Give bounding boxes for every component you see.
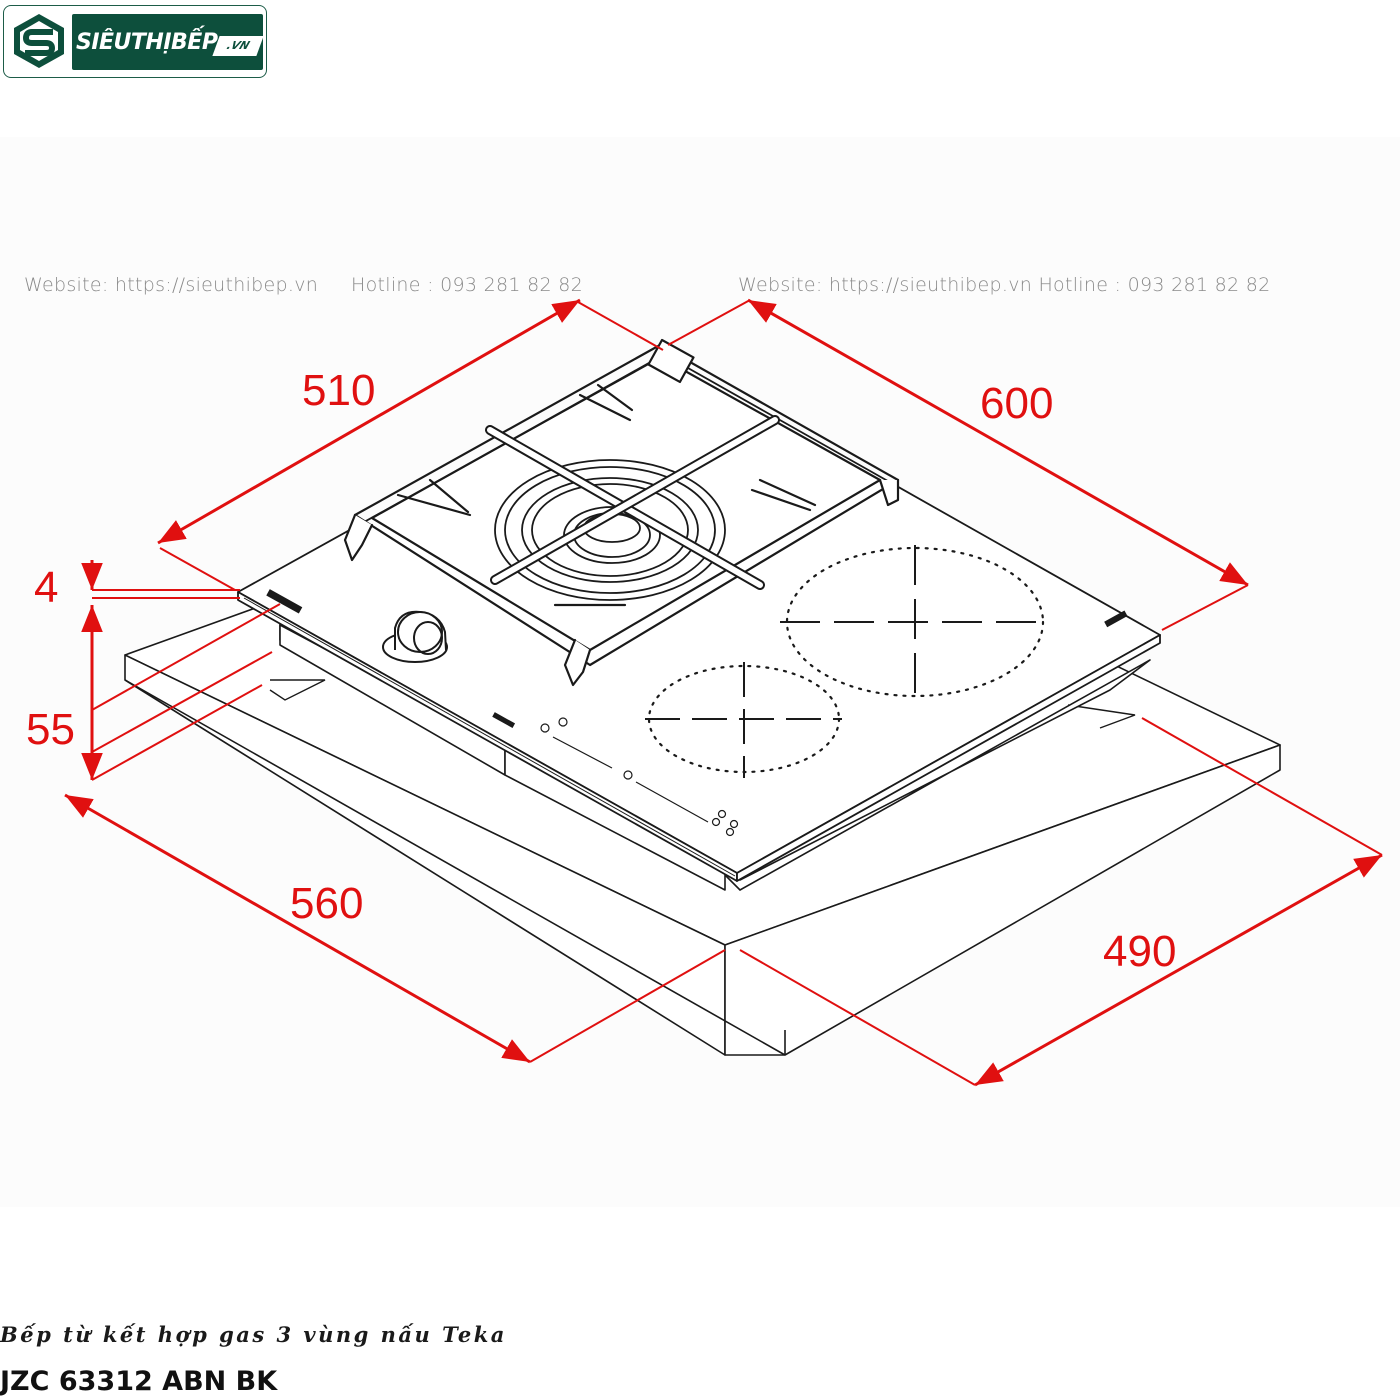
cutout-opening	[269, 679, 1136, 729]
logo-s-icon	[14, 14, 64, 68]
product-caption: Bếp từ kết hợp gas 3 vùng nấu Teka	[0, 1322, 507, 1347]
induction-zone-small-cross	[645, 662, 842, 778]
induction-zone-large	[785, 546, 1045, 698]
dimension-labels: 510 600 4 55 560 490	[26, 366, 1176, 976]
product-model: JZC 63312 ABN BK	[0, 1366, 278, 1397]
watermark-right: Website: https://sieuthibep.vn Hotline :…	[738, 274, 1271, 296]
watermark-website-left: Website: https://sieuthibep.vn	[24, 274, 319, 296]
logo-text: SIÊUTHỊBẾP	[76, 30, 218, 55]
dim-label-510: 510	[302, 366, 375, 415]
watermark-hotline-left: Hotline : 093 281 82 82	[351, 274, 584, 296]
gas-knob	[382, 610, 448, 663]
dim-label-55: 55	[26, 705, 75, 754]
dim-label-490: 490	[1103, 927, 1176, 976]
dim-label-560: 560	[290, 879, 363, 928]
dimension-lines	[64, 298, 1383, 1087]
touch-controls	[266, 589, 1128, 837]
brand-logo[interactable]: SIÊUTHỊBẾP .VN	[3, 5, 267, 78]
dim-label-600: 600	[980, 379, 1053, 428]
dim-label-4: 4	[34, 563, 58, 612]
